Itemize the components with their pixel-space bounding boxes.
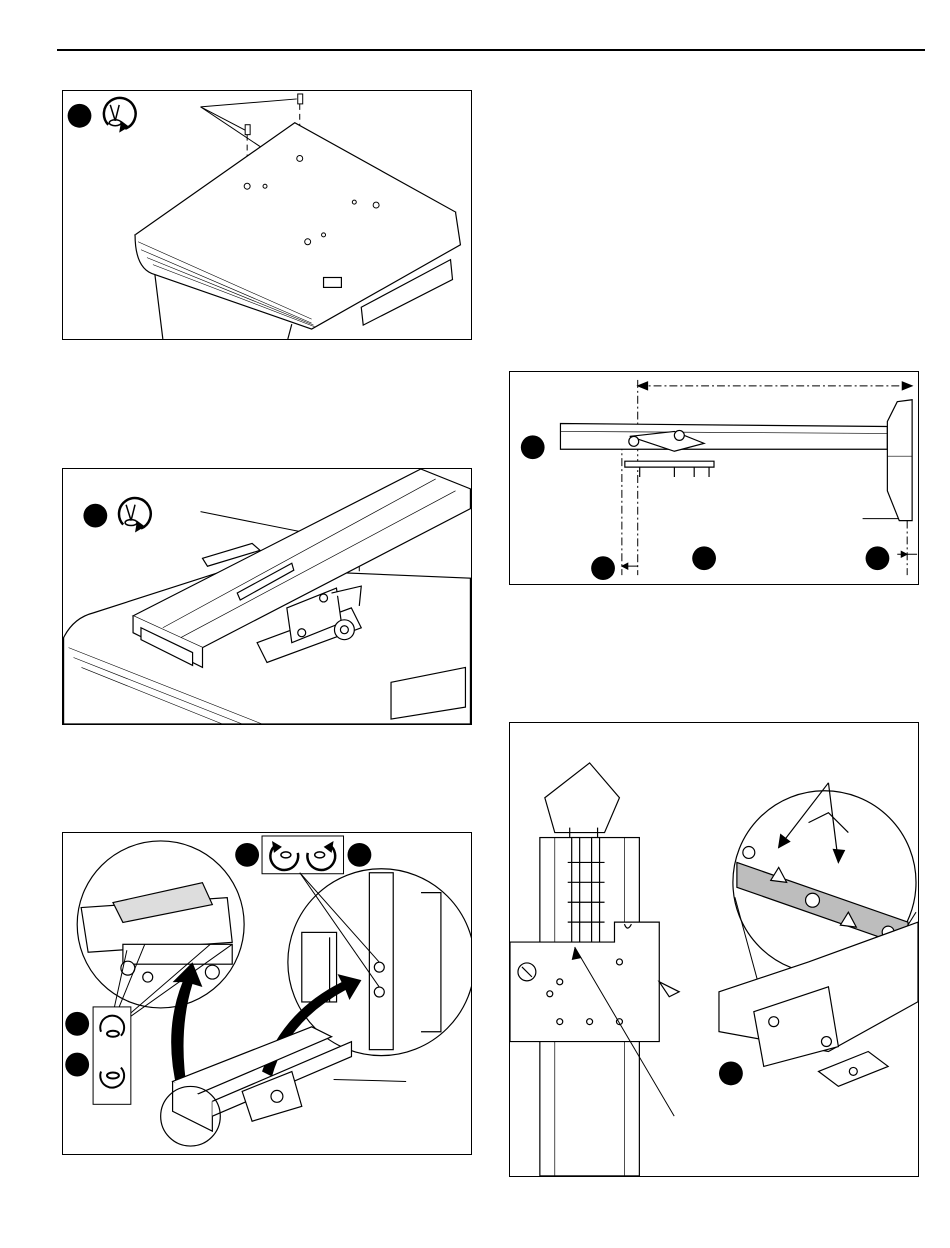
screwdriver-rotate-cw-icon [104, 98, 136, 133]
step-badge [719, 1061, 743, 1085]
arm-mount-illustration [63, 469, 471, 724]
header-rule [57, 49, 925, 51]
dimension-line [622, 380, 917, 575]
cover-detail-illustration [63, 833, 471, 1154]
alignment-illustration [510, 723, 918, 1176]
figure-projector-top-screws [62, 90, 472, 340]
arm-assembly [161, 1027, 352, 1146]
arm [560, 400, 912, 521]
step-badge [65, 1053, 89, 1077]
distance-side-view [510, 372, 918, 584]
figure-cover-detail [62, 832, 472, 1155]
rotate-icons-left [65, 1007, 131, 1104]
projector-body [135, 123, 460, 339]
left-magnifier [77, 841, 244, 1008]
step-badge [866, 546, 890, 570]
step-badge [235, 843, 259, 867]
rotate-pair-box [235, 836, 371, 874]
step-badge [83, 504, 107, 528]
figure-alignment [509, 722, 919, 1177]
callout-diamond [545, 763, 620, 845]
figure-distance [509, 371, 919, 585]
step-badge [65, 1012, 89, 1036]
figure-arm-screw [62, 468, 472, 725]
right-magnifier [288, 869, 471, 1056]
step-badge [692, 546, 716, 570]
step-badge [68, 104, 92, 128]
step-badge [521, 435, 545, 459]
step-badge [591, 556, 615, 580]
projector-top-illustration [63, 91, 471, 339]
screwdriver-rotate-cw-icon [119, 498, 151, 532]
step-badge [347, 843, 371, 867]
